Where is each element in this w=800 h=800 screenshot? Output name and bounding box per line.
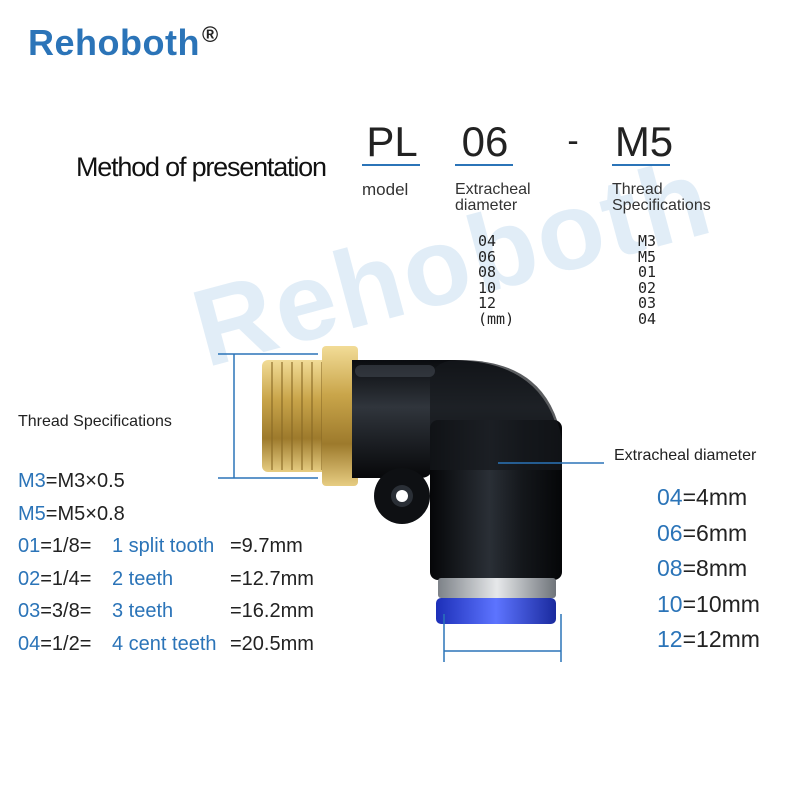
extracheal-value: =10mm [682,590,760,617]
thread-teeth: 3 teeth [112,600,174,622]
thread-code: M3 [18,470,46,492]
extracheal-title: Extracheal diameter [614,447,757,464]
thread-spec-row: M3=M3×0.5 [18,465,125,498]
diameter-dimension-line [443,614,562,662]
diameter-options-list: 04 06 08 10 12 (mm) [478,232,515,328]
thread-option: 04 [638,309,657,328]
thread-equivalent: =3/8= [40,600,92,622]
extracheal-row: 04=4mm [657,480,760,516]
extracheal-table: 04=4mm 06=6mm 08=8mm 10=10mm 12=12mm [657,480,760,658]
brand-name: Rehoboth [28,22,200,63]
code-diameter: 06 [461,118,509,165]
sublabel-diameter-1: Extracheal [455,181,531,198]
thread-equivalent: =1/8= [40,535,92,557]
thread-spec-row: 02=1/4= 2 teeth =12.7mm [18,563,314,596]
extracheal-row: 08=8mm [657,551,760,587]
brass-thread [262,346,358,486]
sublabel-thread-2: Specifications [612,197,711,214]
diameter-option: 04 [478,232,497,250]
thread-size: =9.7mm [230,535,303,557]
extracheal-code: 08 [657,555,683,581]
thread-size: =12.7mm [230,567,314,590]
code-dash: - [567,122,579,160]
thread-spec-row: M5=M5×0.8 [18,498,125,531]
thread-options-list: M3 M5 01 02 03 04 [638,232,657,328]
thread-specs-title: Thread Specifications [18,413,172,430]
thread-teeth: 4 cent teeth [112,632,217,655]
thread-code: 04 [18,632,41,655]
thread-equivalent: =1/4= [40,567,92,590]
thread-spec-row: 03=3/8= 3 teeth =16.2mm [18,595,314,628]
thread-teeth: 2 teeth [112,567,174,590]
thread-dimension-line [218,353,318,479]
extracheal-value: =8mm [682,555,748,581]
thread-spec-row: 04=1/2= 4 cent teeth =20.5mm [18,628,314,661]
thread-size: =16.2mm [230,600,314,622]
extracheal-value: =12mm [682,626,760,652]
brand-logo: Rehoboth® [28,22,219,64]
thread-equivalent: =M3×0.5 [45,470,125,492]
thread-option: 01 [638,263,657,281]
code-thread-underline [612,164,670,166]
diameter-option: 08 [478,263,497,281]
sublabel-diameter-2: diameter [455,197,518,214]
extracheal-code: 10 [657,590,683,617]
diameter-option: 12 [478,294,497,312]
extracheal-value: =6mm [682,519,748,546]
release-ring [438,578,556,598]
thread-option: M3 [638,232,657,250]
method-label: Method of presentation [76,152,327,182]
extracheal-row: 10=10mm [657,587,760,623]
diameter-unit: (mm) [478,309,515,328]
extracheal-row: 06=6mm [657,516,760,552]
diameter-option: 10 [478,278,497,297]
code-diameter-underline [455,164,513,166]
diameter-option: 06 [478,247,497,266]
thread-option: M5 [638,247,657,266]
registered-mark: ® [201,22,219,47]
code-thread: M5 [614,118,674,165]
thread-spec-row: 01=1/8= 1 split tooth =9.7mm [18,530,303,563]
sublabel-thread-1: Thread [612,181,663,198]
thread-code: 03 [18,600,41,622]
sublabel-model: model [362,180,409,199]
extracheal-code: 12 [657,626,683,652]
extracheal-code: 06 [657,519,683,546]
thread-code: 02 [18,567,41,590]
extracheal-code: 04 [657,484,683,510]
elbow-body [352,359,562,580]
thread-option: 02 [638,278,657,297]
extracheal-row: 12=12mm [657,622,760,658]
blue-collet [436,598,556,624]
thread-specs-table: M3=M3×0.5 M5=M5×0.8 01=1/8= 1 split tooth… [18,465,314,661]
code-model-underline [362,164,420,166]
thread-code: M5 [18,502,46,525]
code-model: PL [366,118,418,165]
thread-code: 01 [18,535,41,557]
thread-equivalent: =M5×0.8 [45,502,125,525]
extracheal-value: =4mm [682,484,748,510]
thread-teeth: 1 split tooth [112,535,215,557]
thread-equivalent: =1/2= [40,632,92,655]
thread-size: =20.5mm [230,632,314,655]
thread-option: 03 [638,294,657,312]
